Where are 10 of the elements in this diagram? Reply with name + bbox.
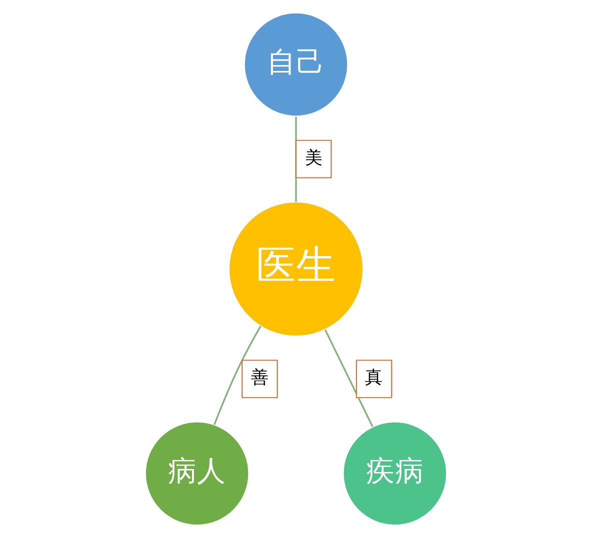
connector xyxy=(324,329,374,428)
node-circle: 医生 xyxy=(228,201,364,337)
node-circle: 疾病 xyxy=(342,421,448,526)
edge-label: 美 xyxy=(304,148,323,168)
node-circle: 自己 xyxy=(244,12,348,117)
edge-label: 真 xyxy=(365,368,384,388)
edge-label: 善 xyxy=(250,368,269,388)
node-circle: 病人 xyxy=(144,421,250,526)
connector xyxy=(295,116,297,202)
connector xyxy=(214,326,262,426)
